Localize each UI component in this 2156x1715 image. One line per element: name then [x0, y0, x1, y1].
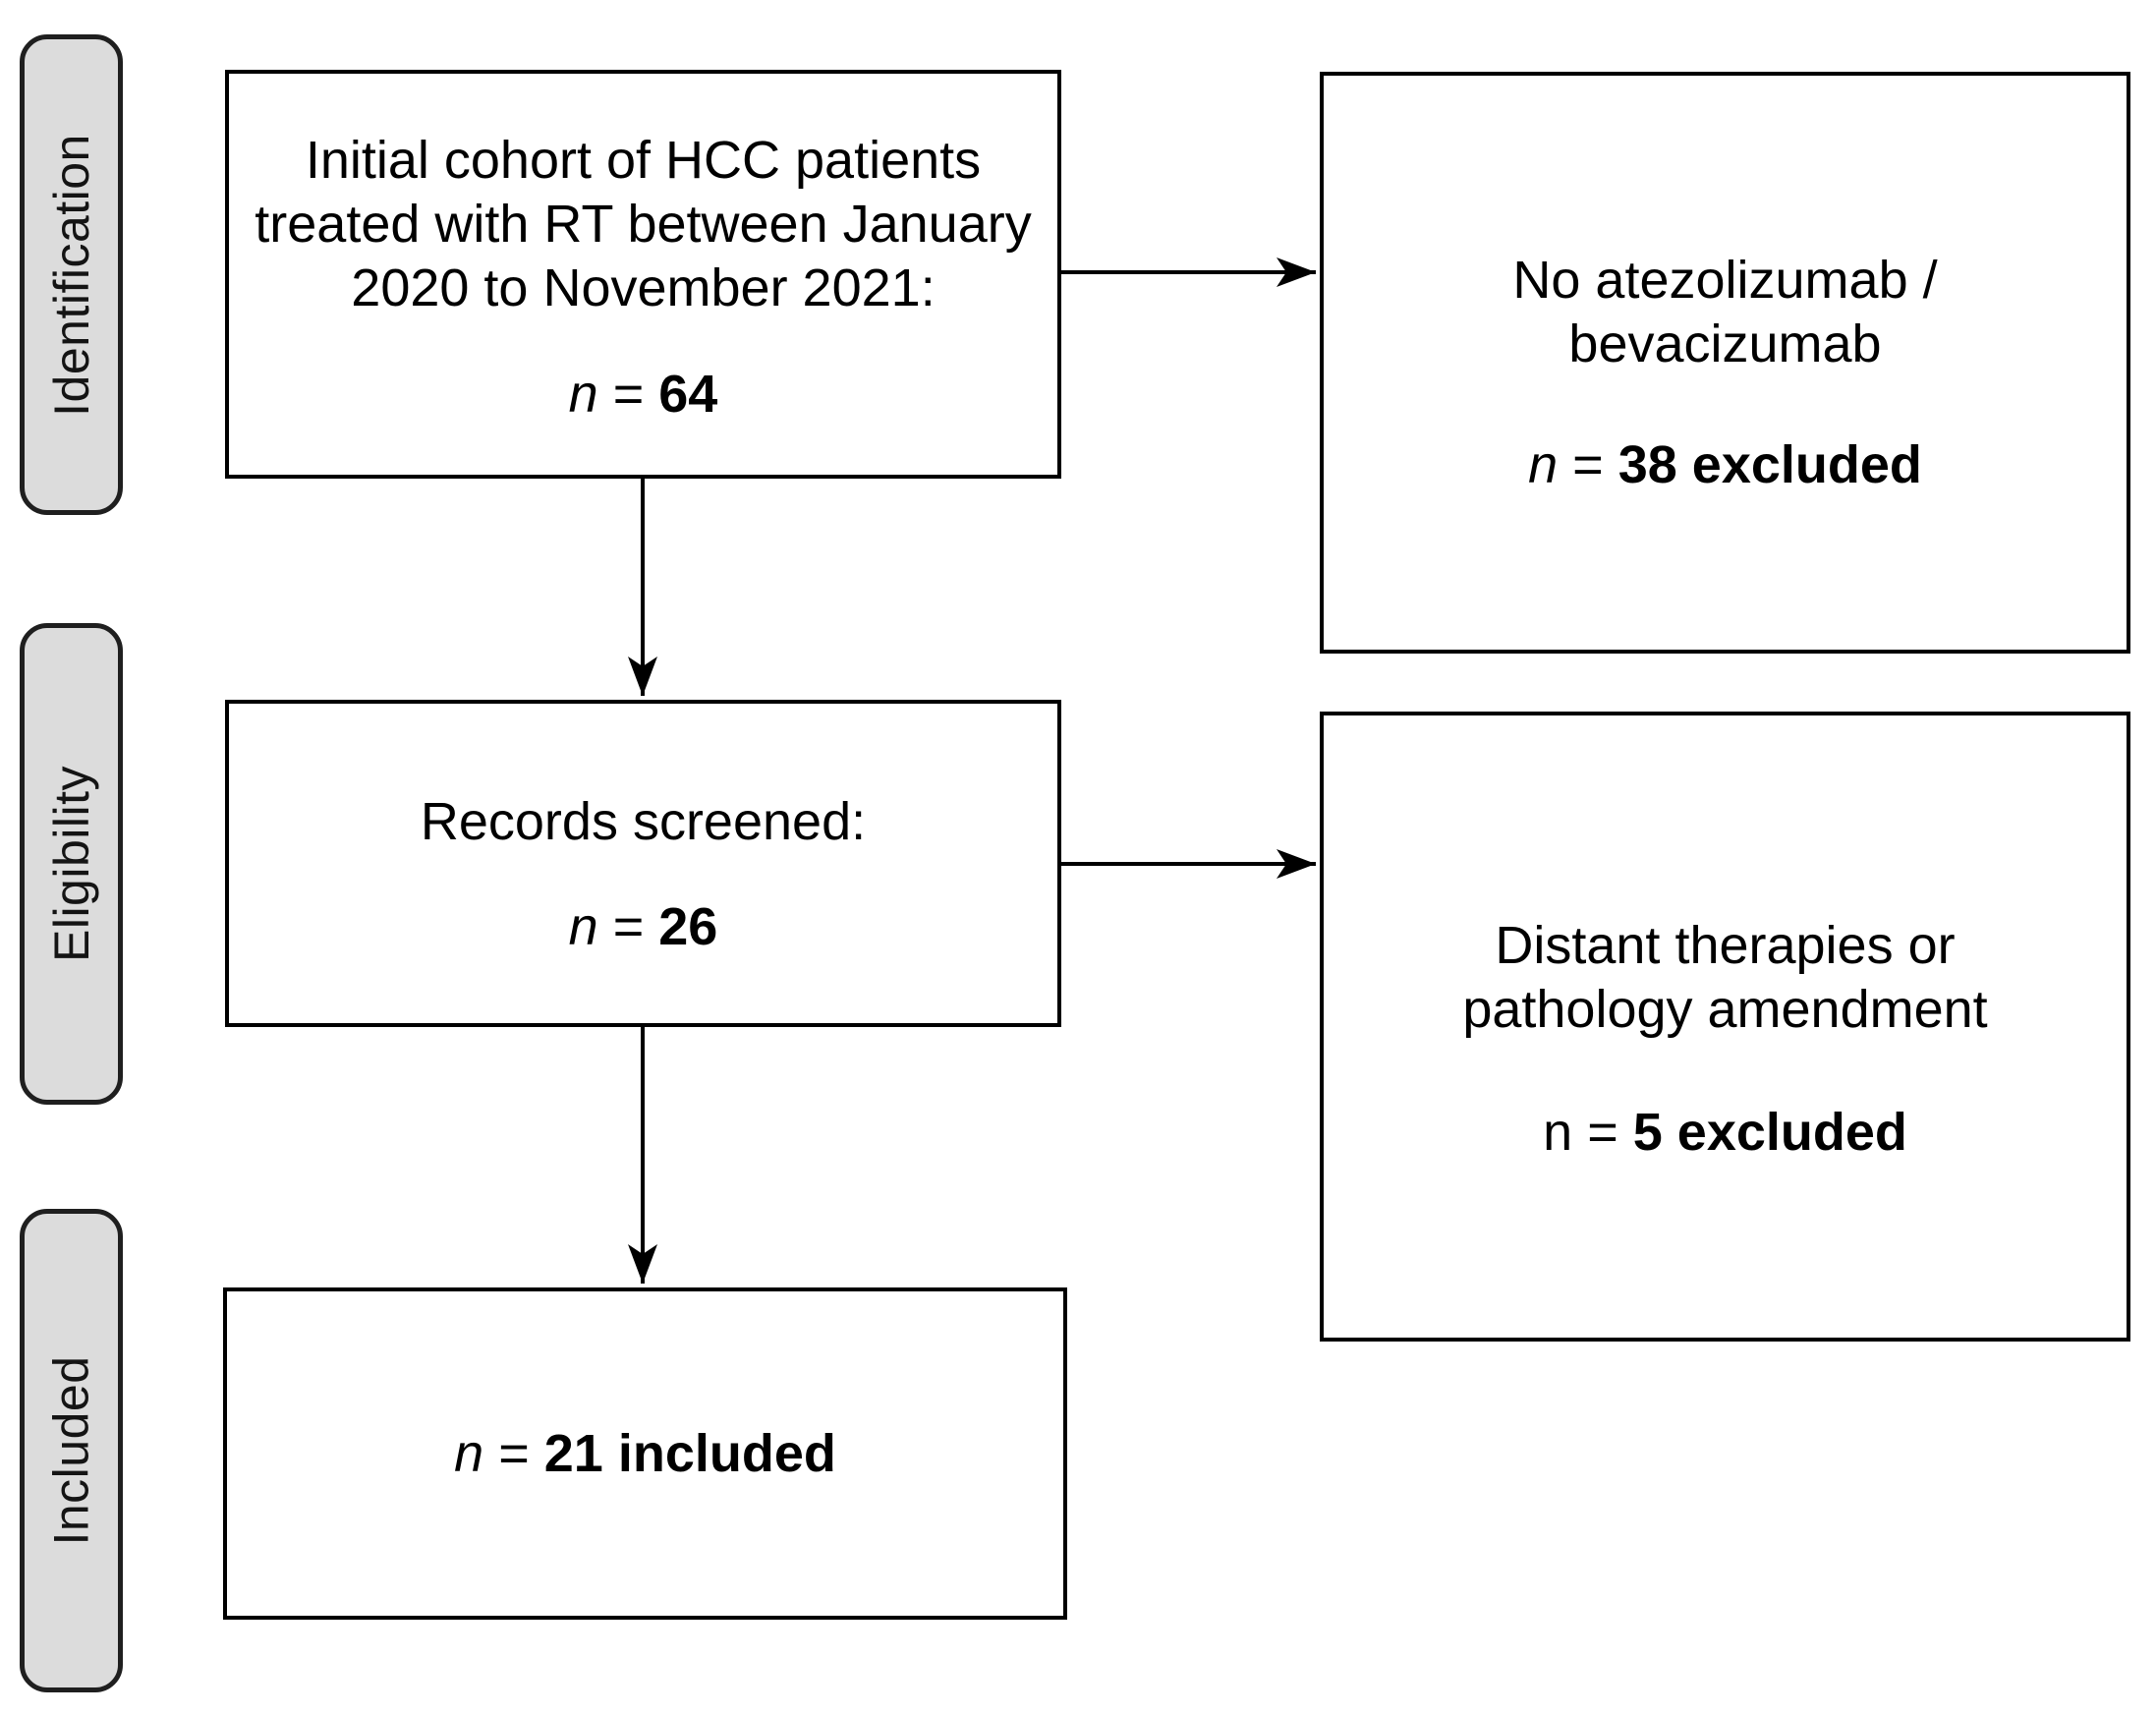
equals-sign: =: [612, 365, 645, 424]
included-count: n = 21 included: [454, 1422, 836, 1486]
flow-box-no-atezolizumab-excluded: No atezolizumab / bevacizumab n = 38 exc…: [1320, 72, 2130, 654]
n-symbol: n: [1528, 435, 1559, 494]
no-atezolizumab-line: No atezolizumab /: [1512, 251, 1938, 310]
records-screened-line: Records screened:: [420, 792, 867, 851]
flow-box-included-cohort: n = 21 included: [223, 1287, 1067, 1620]
n-symbol: n: [454, 1423, 484, 1483]
equals-sign: =: [1587, 1103, 1618, 1162]
equals-sign: =: [612, 897, 645, 956]
distant-therapies-line: Distant therapies or: [1495, 916, 1956, 975]
distant-therapies-count: n = 5 excluded: [1543, 1101, 1907, 1165]
flow-box-distant-therapies-excluded: Distant therapies or pathology amendment…: [1320, 712, 2130, 1342]
n-value: 38 excluded: [1617, 435, 1922, 494]
initial-cohort-line: Initial cohort of HCC patients: [305, 131, 982, 190]
n-symbol: n: [568, 897, 598, 956]
no-atezolizumab-count: n = 38 excluded: [1528, 433, 1922, 497]
stage-label-included: Included: [20, 1209, 123, 1692]
distant-therapies-line: pathology amendment: [1462, 980, 1988, 1039]
initial-cohort-line: 2020 to November 2021:: [351, 258, 936, 317]
n-value: 5 excluded: [1632, 1103, 1907, 1162]
n-symbol: n: [1543, 1103, 1573, 1162]
n-symbol: n: [568, 365, 598, 424]
no-atezolizumab-line: bevacizumab: [1568, 314, 1882, 373]
flow-box-records-screened: Records screened: n = 26: [225, 700, 1061, 1027]
records-screened-count: n = 26: [569, 895, 718, 959]
flow-box-initial-cohort: Initial cohort of HCC patients treated w…: [225, 70, 1061, 479]
initial-cohort-count: n = 64: [569, 363, 718, 427]
equals-sign: =: [498, 1423, 530, 1483]
initial-cohort-line: treated with RT between January: [255, 195, 1032, 254]
stage-label-identification-text: Identification: [43, 133, 99, 417]
n-value: 21 included: [543, 1423, 836, 1483]
equals-sign: =: [1572, 435, 1604, 494]
n-value: 64: [658, 365, 718, 424]
n-value: 26: [658, 897, 718, 956]
stage-label-included-text: Included: [43, 1355, 99, 1546]
stage-label-identification: Identification: [20, 34, 123, 515]
stage-label-eligibility: Eligibility: [20, 623, 123, 1105]
stage-label-eligibility-text: Eligibility: [43, 765, 99, 963]
